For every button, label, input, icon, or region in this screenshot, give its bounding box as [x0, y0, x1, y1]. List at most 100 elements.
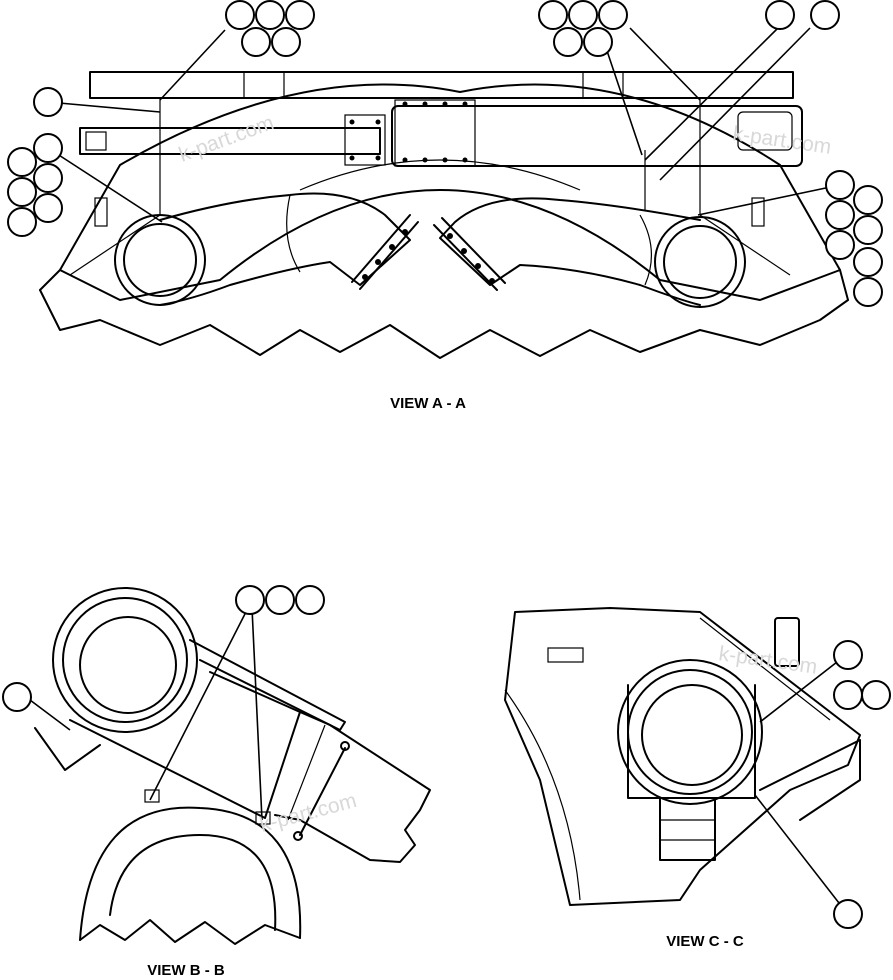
left-pipe-seam — [286, 194, 301, 273]
b-duct-seam — [287, 724, 326, 821]
c-ring-mid — [627, 669, 753, 795]
view-b-drawing — [34, 587, 431, 945]
callout-bubble — [833, 680, 863, 710]
callout-bubble — [833, 899, 863, 929]
callout-bubble — [568, 0, 598, 30]
b-rod — [299, 747, 346, 836]
housing-inner-arc — [299, 159, 581, 191]
b-ring-inner — [79, 616, 177, 714]
b-arch-break — [79, 919, 301, 945]
view-a-leaders — [47, 27, 841, 223]
view-a-drawing — [39, 71, 849, 359]
view-c-callouts — [833, 640, 891, 929]
c-post — [774, 617, 800, 667]
view-c-drawing — [504, 607, 861, 906]
plate-panel — [394, 99, 476, 167]
callout-bubble — [2, 682, 32, 712]
clamp-right — [751, 197, 765, 227]
callout-bubble — [765, 0, 795, 30]
callout-bubble — [853, 215, 883, 245]
callout-bubble — [583, 27, 613, 57]
b-bracket-body — [69, 671, 301, 819]
right-pipe-seam — [639, 214, 653, 286]
right-flange — [433, 217, 506, 291]
b-ring-mid — [62, 597, 188, 723]
callout-bubble — [33, 87, 63, 117]
right-ring-inner — [663, 225, 737, 299]
callout-bubble — [33, 163, 63, 193]
b-arch-outer — [79, 806, 302, 941]
housing-inner — [39, 189, 849, 301]
b-edge — [34, 727, 101, 771]
watermarks: k-part.com k-part.com k-part.com k-part.… — [176, 111, 833, 837]
view-b-caption: VIEW B - B — [147, 962, 225, 979]
c-side-plate — [759, 739, 861, 821]
c-ring-outer — [617, 659, 763, 805]
callout-bubble — [235, 585, 265, 615]
c-housing-line — [699, 617, 831, 721]
beam-end-left — [85, 131, 107, 151]
callout-bubble — [255, 0, 285, 30]
b-rod-end — [293, 831, 303, 841]
b-rod-end — [340, 741, 350, 751]
plate-small — [344, 114, 386, 166]
beam-end-right — [737, 111, 793, 151]
callout-bubble — [833, 640, 863, 670]
break-line — [39, 289, 849, 359]
view-b-callouts — [2, 585, 325, 712]
c-slot — [547, 647, 584, 663]
callout-bubble — [553, 27, 583, 57]
c-bracket — [659, 797, 716, 861]
callout-bubble — [853, 185, 883, 215]
b-clip — [144, 789, 160, 803]
b-bracket-top — [189, 639, 346, 731]
side-beam-right — [391, 105, 803, 167]
left-flange — [351, 214, 419, 290]
strap-right — [699, 214, 791, 276]
callout-bubble — [225, 0, 255, 30]
b-clip — [255, 811, 271, 825]
view-b-leaders — [29, 607, 263, 821]
watermark-text: k-part.com — [731, 122, 832, 159]
callout-bubble — [810, 0, 840, 30]
callout-bubble — [861, 680, 891, 710]
right-ring-outer — [654, 216, 746, 308]
callout-bubble — [825, 170, 855, 200]
view-c-leaders — [754, 654, 847, 913]
frame-beam — [89, 71, 794, 99]
c-ring-inner — [641, 684, 743, 786]
callout-bubble — [271, 27, 301, 57]
side-beam-left — [79, 127, 381, 155]
plate-bolts — [349, 101, 468, 163]
callout-bubble — [825, 200, 855, 230]
c-housing — [504, 607, 861, 906]
c-housing-curve — [504, 689, 581, 901]
b-arch-inner — [109, 834, 277, 931]
callout-bubble — [825, 230, 855, 260]
callout-bubble — [7, 177, 37, 207]
callout-bubble — [265, 585, 295, 615]
callout-bubble — [33, 193, 63, 223]
left-ring-inner — [123, 223, 197, 297]
callout-bubble — [241, 27, 271, 57]
b-ring-outer — [52, 587, 198, 733]
callout-bubble — [7, 147, 37, 177]
callout-bubble — [295, 585, 325, 615]
callout-bubble — [853, 247, 883, 277]
beam-mount-right — [582, 71, 624, 99]
clamp-left — [94, 197, 108, 227]
right-pipe — [439, 197, 701, 306]
view-a-callouts — [7, 0, 883, 307]
beam-mount-left — [243, 71, 285, 99]
c-bracket-lines — [660, 819, 715, 841]
callout-bubble — [853, 277, 883, 307]
watermark-text: k-part.com — [176, 111, 277, 167]
callout-bubble — [7, 207, 37, 237]
callout-bubble — [538, 0, 568, 30]
callout-bubble — [598, 0, 628, 30]
strap-left — [69, 214, 161, 276]
callout-bubble — [33, 133, 63, 163]
view-c-caption: VIEW C - C — [666, 933, 744, 950]
left-pipe — [159, 192, 411, 306]
